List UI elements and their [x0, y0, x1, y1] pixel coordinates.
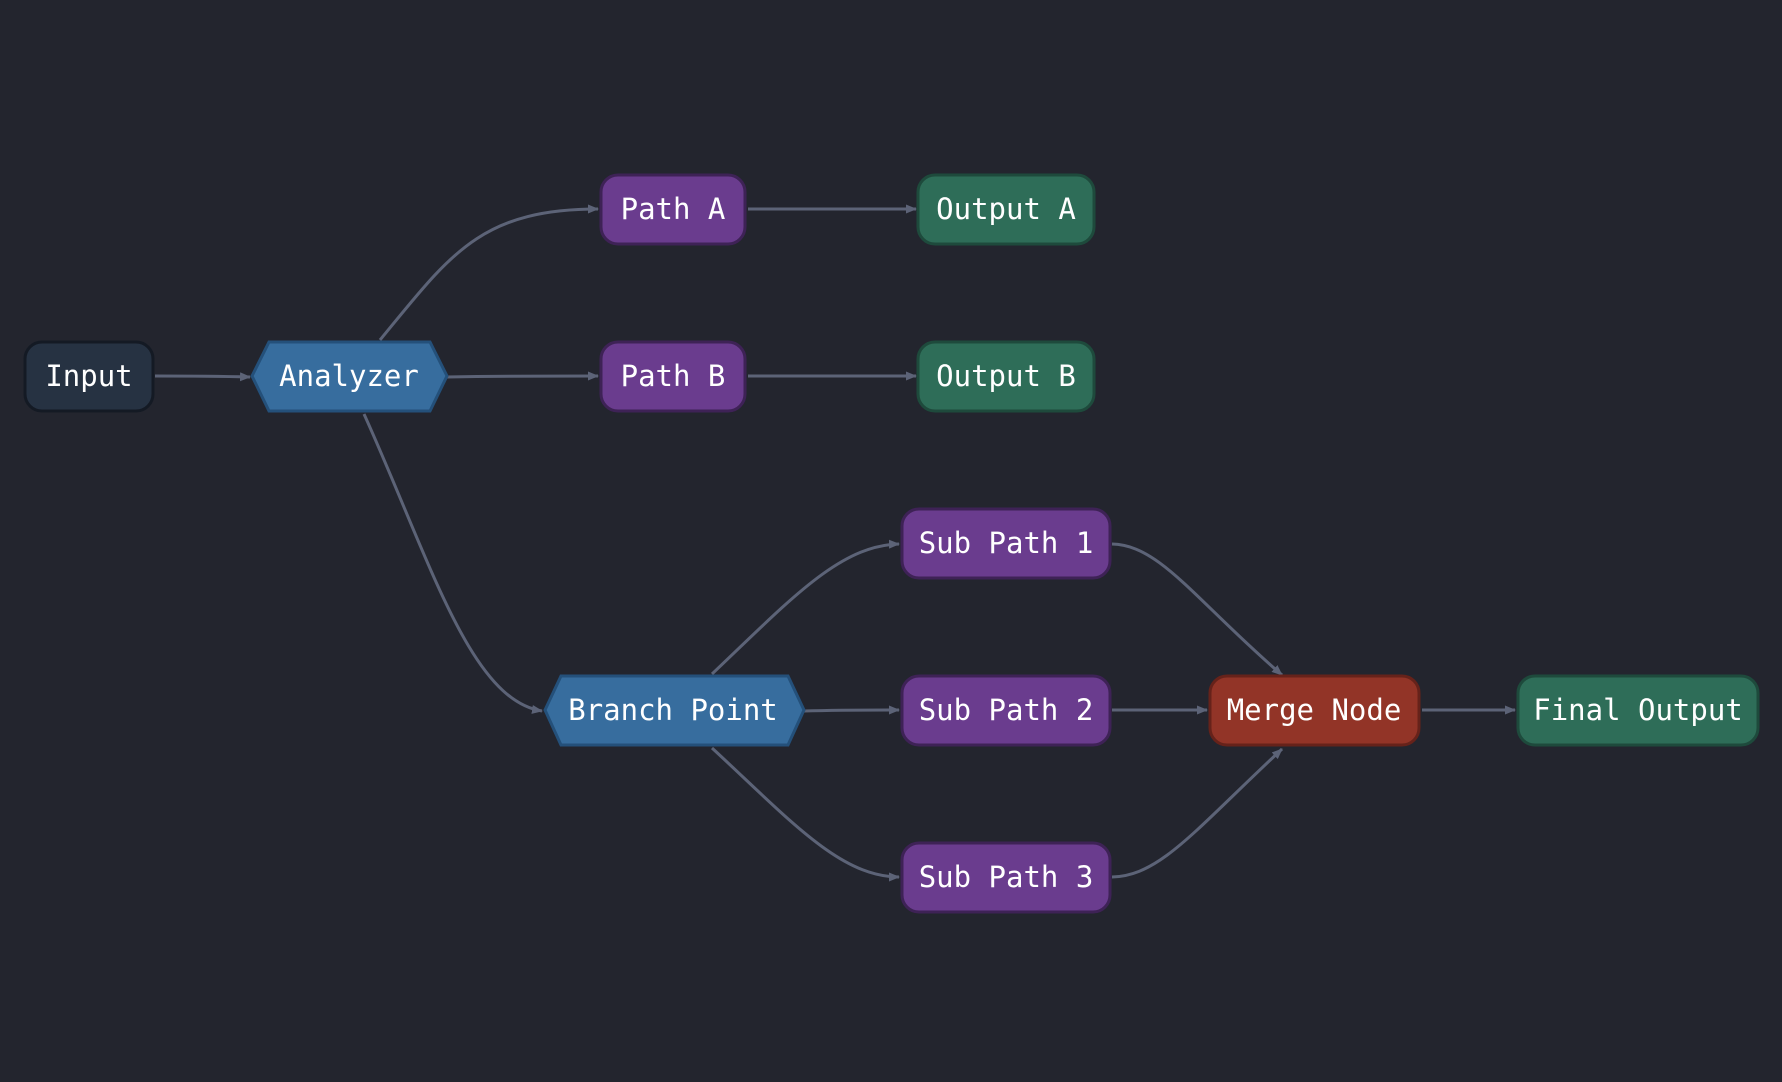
node-sub-path-2[interactable]: Sub Path 2	[900, 674, 1112, 747]
node-path-b[interactable]: Path B	[599, 340, 747, 413]
node-sub-path-3[interactable]: Sub Path 3	[900, 841, 1112, 914]
node-input-label: Input	[45, 359, 132, 393]
edge-sub-path-1-to-merge-node	[1111, 542, 1283, 677]
edge-branch-point-to-sub-path-1	[710, 539, 900, 676]
node-sub-path-1-label: Sub Path 1	[919, 526, 1094, 560]
node-analyzer-label: Analyzer	[279, 359, 419, 393]
node-final-output[interactable]: Final Output	[1516, 674, 1760, 747]
edges	[154, 204, 1516, 882]
edge-input-to-analyzer	[154, 372, 251, 382]
node-final-output-label: Final Output	[1533, 693, 1743, 727]
nodes: Input Analyzer Path A Path B Output A Ou…	[23, 173, 1760, 914]
node-output-a[interactable]: Output A	[916, 173, 1096, 246]
node-output-b-label: Output B	[936, 359, 1076, 393]
node-path-a-label: Path A	[621, 192, 726, 226]
node-branch-point-label: Branch Point	[568, 693, 778, 727]
node-path-b-label: Path B	[621, 359, 726, 393]
edge-branch-point-to-sub-path-2	[803, 705, 900, 715]
node-sub-path-3-label: Sub Path 3	[919, 860, 1094, 894]
edge-sub-path-3-to-merge-node	[1111, 747, 1284, 879]
node-analyzer[interactable]: Analyzer	[250, 340, 449, 413]
edge-branch-point-to-sub-path-3	[710, 746, 900, 882]
edge-analyzer-to-path-a	[378, 204, 599, 341]
node-branch-point[interactable]: Branch Point	[543, 674, 806, 747]
node-output-b[interactable]: Output B	[916, 340, 1096, 413]
edge-analyzer-to-branch-point	[362, 413, 543, 714]
node-sub-path-2-label: Sub Path 2	[919, 693, 1094, 727]
node-input[interactable]: Input	[23, 340, 155, 413]
node-sub-path-1[interactable]: Sub Path 1	[900, 507, 1112, 580]
node-merge-node[interactable]: Merge Node	[1208, 674, 1421, 747]
edge-analyzer-to-path-b	[446, 371, 599, 381]
node-merge-node-label: Merge Node	[1227, 693, 1402, 727]
node-path-a[interactable]: Path A	[599, 173, 747, 246]
node-output-a-label: Output A	[936, 192, 1076, 226]
